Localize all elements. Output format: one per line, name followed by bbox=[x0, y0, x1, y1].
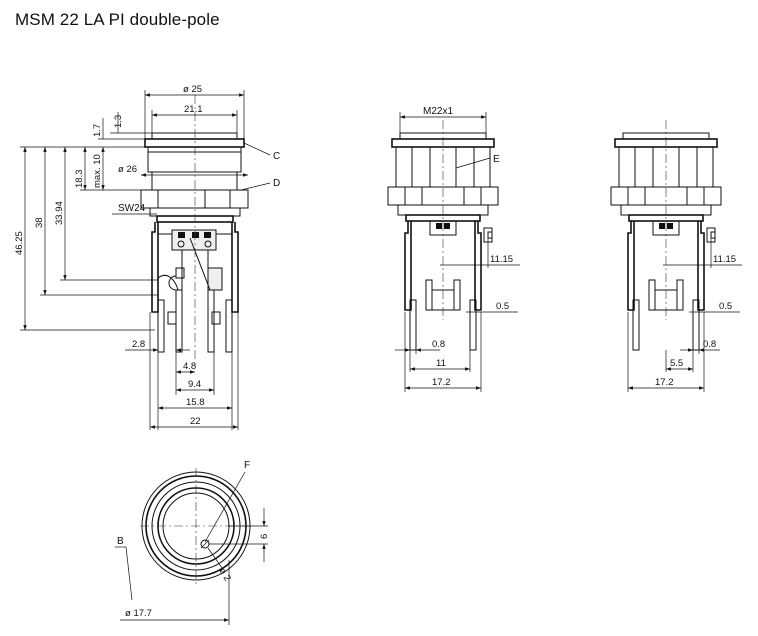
dim-height-46-25: 46.25 bbox=[14, 231, 25, 255]
dim-height-1-7: 1.7 bbox=[92, 124, 103, 137]
front-view-middle: M22x1 E 11.15 0.5 0.8 11 17.2 bbox=[387, 106, 520, 392]
dim-height-18-3: 18.3 bbox=[74, 170, 85, 189]
dim-max-10: max. 10 bbox=[92, 154, 103, 188]
dim-diameter-2: ø 2 bbox=[216, 566, 232, 583]
side-cap-top bbox=[151, 132, 238, 140]
side-ring bbox=[147, 146, 242, 173]
dim-0-8-mid: 0.8 bbox=[432, 339, 445, 350]
dim-width-17-2-right: 17.2 bbox=[655, 377, 674, 388]
dim-width-9-4: 9.4 bbox=[188, 379, 201, 390]
side-body-left bbox=[151, 222, 159, 313]
dim-width-2-8: 2.8 bbox=[132, 339, 145, 350]
label-d: D bbox=[273, 178, 280, 189]
dim-diameter-17-7: ø 17.7 bbox=[125, 608, 152, 619]
label-m22x1: M22x1 bbox=[423, 106, 453, 117]
side-nut bbox=[140, 189, 249, 209]
dim-diameter-25: ø 25 bbox=[183, 84, 202, 95]
dim-height-38: 38 bbox=[34, 217, 45, 228]
label-sw24: SW24 bbox=[118, 203, 146, 214]
dim-width-17-2-mid: 17.2 bbox=[432, 377, 451, 388]
side-switch-element bbox=[207, 267, 223, 291]
top-view: F ø 2 6 B ø 17.7 bbox=[115, 460, 270, 625]
side-body-right bbox=[231, 222, 239, 313]
label-b: B bbox=[117, 536, 124, 547]
dim-width-22: 22 bbox=[190, 416, 201, 427]
dim-height-1-3: 1.3 bbox=[113, 115, 124, 128]
dim-width-4-8: 4.8 bbox=[183, 361, 196, 372]
dim-height-11-15-right: 11.15 bbox=[713, 254, 736, 265]
dim-width-21-1: 21.1 bbox=[184, 104, 203, 115]
dim-0-8-right: 0.8 bbox=[703, 339, 716, 350]
side-bezel bbox=[144, 138, 245, 148]
page-title: MSM 22 LA PI double-pole bbox=[15, 10, 220, 29]
side-view: ø 25 21.1 ø 26 46.25 38 33.94 18.3 max. … bbox=[14, 84, 280, 430]
dim-height-11-15-mid: 11.15 bbox=[490, 254, 513, 265]
dim-0-5-mid: 0.5 bbox=[496, 301, 509, 312]
dim-width-11-mid: 11 bbox=[436, 358, 446, 369]
label-c: C bbox=[273, 151, 280, 162]
front-view-right: 11.15 0.5 0.8 5.5 17.2 bbox=[610, 120, 742, 392]
dim-width-5-5-right: 5.5 bbox=[670, 358, 683, 369]
label-e: E bbox=[493, 154, 500, 165]
dim-height-33-94: 33.94 bbox=[54, 201, 65, 225]
dim-diameter-26: ø 26 bbox=[118, 164, 137, 175]
label-f: F bbox=[244, 460, 250, 471]
dim-height-6: 6 bbox=[259, 534, 270, 539]
dim-width-15-8: 15.8 bbox=[186, 397, 205, 408]
dim-0-5-right: 0.5 bbox=[719, 301, 732, 312]
